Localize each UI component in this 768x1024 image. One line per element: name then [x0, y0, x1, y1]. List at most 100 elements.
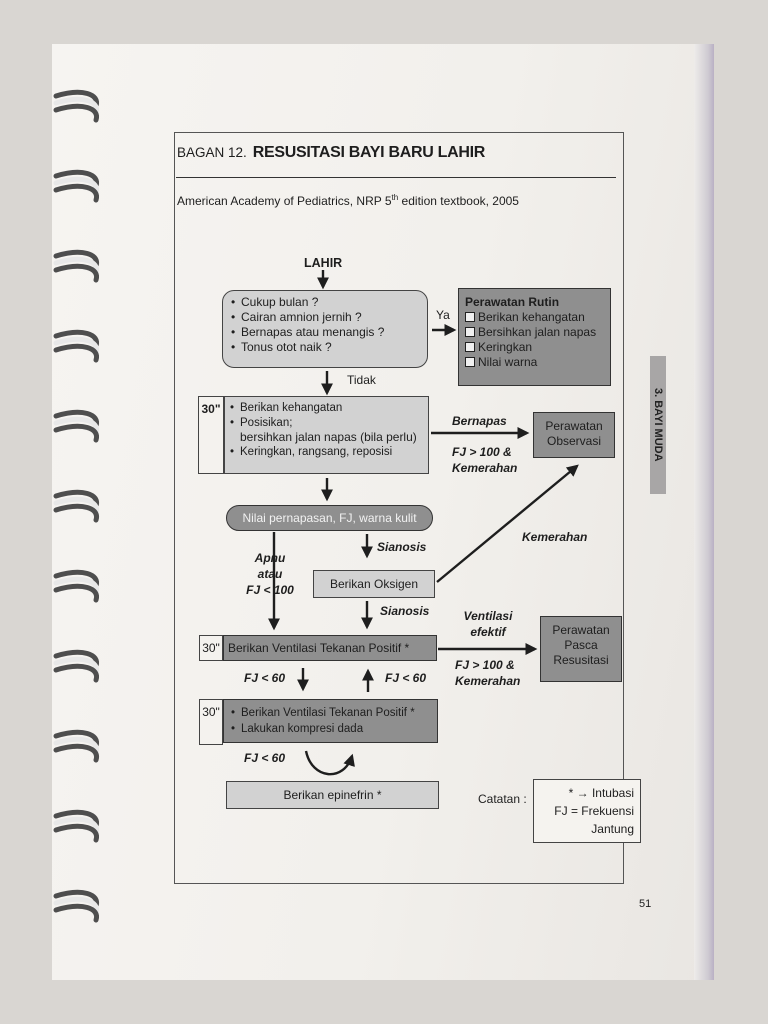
oxygen-box: Berikan Oksigen — [313, 570, 435, 598]
routine-care-title: Perawatan Rutin — [465, 295, 560, 309]
source-sup: th — [391, 193, 399, 202]
routine-care-item: Bersihkan jalan napas — [465, 325, 604, 340]
binding-ring — [53, 183, 99, 203]
effective-line: efektif — [470, 625, 506, 639]
hr-pink-label-1b: Kemerahan — [452, 461, 518, 475]
routine-care-text: Nilai warna — [478, 355, 538, 369]
post-line: Pasca — [564, 638, 598, 652]
initial-step: Keringkan, rangsang, reposisi — [228, 445, 425, 460]
arrow-loop — [304, 750, 355, 776]
source-main: American Academy of Pediatrics, NRP 5 — [177, 194, 392, 208]
routine-care-item: Nilai warna — [465, 355, 604, 370]
ppv-box: Berikan Ventilasi Tekanan Positif * — [223, 635, 437, 661]
initial-step-cont: bersihkan jalan napas (bila perlu) — [228, 430, 425, 445]
hr-lt60-label-c: FJ < 60 — [244, 751, 286, 765]
evaluate-box: Nilai pernapasan, FJ, warna kulit — [226, 505, 433, 531]
hr-lt60-label-b: FJ < 60 — [385, 671, 427, 685]
chart-label: BAGAN 12. — [177, 145, 247, 160]
page-edge — [694, 44, 714, 980]
chart-heading: RESUSITASI BAYI BARU LAHIR — [252, 144, 486, 161]
binding-ring — [53, 823, 99, 843]
routine-care-list: Berikan kehangatan Bersihkan jalan napas… — [465, 310, 604, 370]
cyanosis-label-2: Sianosis — [380, 604, 430, 618]
post-line: Resusitasi — [553, 653, 609, 667]
compression-item: Lakukan kompresi dada — [229, 721, 432, 737]
notes-line: * → Intubasi — [568, 786, 634, 800]
routine-care-text: Bersihkan jalan napas — [478, 325, 597, 339]
assess-item: Cukup bulan ? — [229, 295, 421, 310]
pink-label: Kemerahan — [522, 530, 588, 544]
effective-line: Ventilasi — [463, 609, 513, 623]
binding-ring — [53, 343, 99, 363]
time-marker: 30" — [198, 396, 224, 474]
initial-steps-list: Berikan kehangatan Posisikan; bersihkan … — [228, 401, 425, 459]
hr-pink-label-2b: Kemerahan — [455, 674, 521, 688]
arrow-pink — [436, 464, 579, 583]
routine-care-text: Keringkan — [478, 340, 533, 354]
epinephrine-box: Berikan epinefrin * — [226, 781, 439, 809]
no-label: Tidak — [347, 373, 376, 387]
observation-line: Observasi — [546, 434, 602, 448]
breathing-label: Bernapas — [452, 414, 507, 428]
compression-list: Berikan Ventilasi Tekanan Positif * Laku… — [229, 705, 432, 737]
binding-ring — [53, 423, 99, 443]
checkbox-icon — [465, 342, 475, 352]
binding-ring — [53, 583, 99, 603]
observation-box: Perawatan Observasi — [533, 412, 615, 458]
checkbox-icon — [465, 327, 475, 337]
notes-line: Jantung — [591, 822, 634, 836]
cyanosis-label-1: Sianosis — [377, 540, 427, 554]
assess-item: Tonus otot naik ? — [229, 340, 421, 355]
binding-ring — [53, 743, 99, 763]
effective-label: Ventilasi efektif — [453, 608, 523, 640]
apnea-line: FJ < 100 — [246, 583, 294, 597]
chart-frame — [174, 132, 624, 884]
compression-box: Berikan Ventilasi Tekanan Positif * Laku… — [223, 699, 438, 743]
time-marker: 30" — [199, 635, 223, 661]
apnea-line: Apnu — [254, 551, 286, 565]
notes-line: FJ = Frekuensi — [554, 804, 634, 818]
assess-box: Cukup bulan ? Cairan amnion jernih ? Ber… — [222, 290, 428, 368]
initial-step: Berikan kehangatan — [228, 401, 425, 416]
source-citation: American Academy of Pediatrics, NRP 5th … — [177, 193, 519, 208]
routine-care-item: Keringkan — [465, 340, 604, 355]
routine-care-box: Perawatan Rutin Berikan kehangatan Bersi… — [458, 288, 611, 386]
binding-ring — [53, 503, 99, 523]
hr-pink-label-2a: FJ > 100 & — [455, 658, 515, 672]
binding-ring — [53, 263, 99, 283]
hr-lt60-label-a: FJ < 60 — [244, 671, 286, 685]
checkbox-icon — [465, 357, 475, 367]
hr-pink-label-1: FJ > 100 & Kemerahan — [452, 444, 517, 476]
notes-label: Catatan : — [478, 792, 527, 806]
initial-step: Posisikan; — [228, 416, 425, 431]
checkbox-icon — [465, 312, 475, 322]
section-tab — [650, 356, 666, 494]
assess-list: Cukup bulan ? Cairan amnion jernih ? Ber… — [229, 295, 421, 355]
binding-ring — [53, 663, 99, 683]
chart-title: BAGAN 12. RESUSITASI BAYI BARU LAHIR — [177, 144, 485, 162]
initial-step-cont-text: bersihkan jalan napas (bila perlu) — [240, 430, 417, 444]
binding-ring — [53, 103, 99, 123]
hr-pink-label-2: FJ > 100 & Kemerahan — [455, 657, 520, 689]
routine-care-item: Berikan kehangatan — [465, 310, 604, 325]
notes-box: * → Intubasi FJ = Frekuensi Jantung — [533, 779, 641, 843]
post-line: Perawatan — [552, 623, 610, 637]
spiral-binding — [53, 89, 99, 923]
observation-line: Perawatan — [545, 419, 603, 433]
hr-pink-label-1a: FJ > 100 & — [452, 445, 512, 459]
start-label: LAHIR — [304, 256, 343, 270]
post-resuscitation-box: Perawatan Pasca Resusitasi — [540, 616, 622, 682]
apnea-line: atau — [257, 567, 283, 581]
yes-label: Ya — [436, 308, 450, 322]
routine-care-text: Berikan kehangatan — [478, 310, 585, 324]
time-marker: 30" — [199, 699, 223, 745]
page-number: 51 — [639, 898, 652, 910]
source-rest: edition textbook, 2005 — [398, 194, 519, 208]
assess-item: Bernapas atau menangis ? — [229, 325, 421, 340]
compression-item: Berikan Ventilasi Tekanan Positif * — [229, 705, 432, 721]
assess-item: Cairan amnion jernih ? — [229, 310, 421, 325]
apnea-label: Apnu atau FJ < 100 — [242, 550, 298, 598]
title-rule — [176, 177, 616, 178]
section-tab-label: 3. BAYI MUDA — [652, 388, 664, 462]
